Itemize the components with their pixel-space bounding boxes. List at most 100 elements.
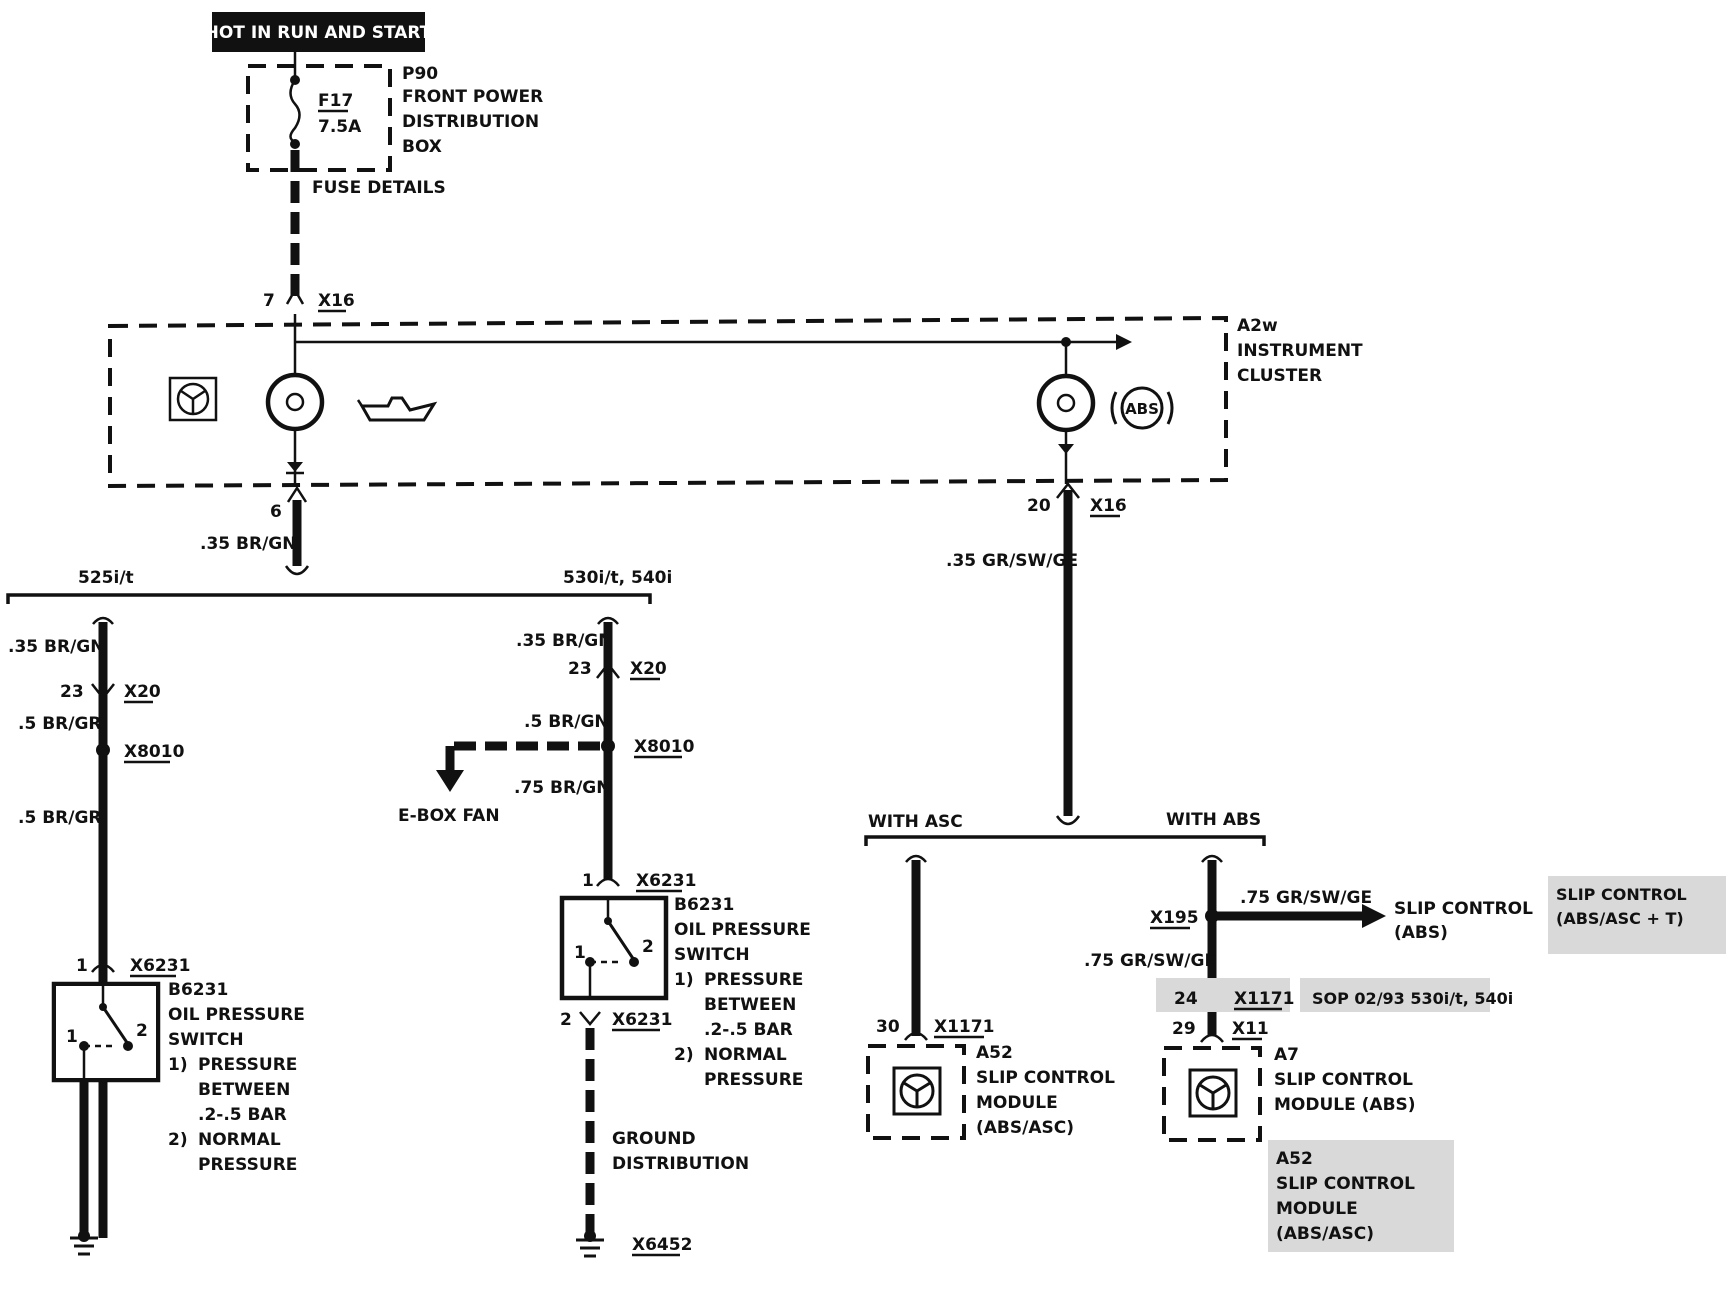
cluster-pin-in: 7 <box>263 291 275 311</box>
abs-module-line-2: SLIP CONTROL <box>1274 1070 1413 1090</box>
branch-mid-ground-icon <box>576 1238 604 1258</box>
branch-left-connector: X20 <box>124 682 161 702</box>
branch-left-oil-switch <box>51 981 161 1083</box>
branch-left-note-1-num: 1) <box>168 1055 188 1075</box>
e-box-fan-arrow <box>436 770 464 792</box>
branch-left-note-1-line-1: PRESSURE <box>198 1055 297 1075</box>
sop-note-shade <box>1300 978 1490 1012</box>
abs-wire-down-label: .75 GR/SW/GE <box>1084 951 1216 971</box>
fuse-box-line-4: BOX <box>402 137 442 157</box>
branch-left-wire-top-label: .35 BR/GN <box>8 637 104 657</box>
brake-warning-icon-spokes <box>180 389 206 413</box>
sop-pin: 24 <box>1174 989 1198 1009</box>
cluster-connector-in: X16 <box>318 291 355 311</box>
instrument-cluster-outline <box>108 315 1228 489</box>
asc-top-mark <box>905 854 927 863</box>
abs-wire-out-label: .75 GR/SW/GE <box>1240 888 1372 908</box>
sop-note: SOP 02/93 530i/t, 540i <box>1312 989 1513 1008</box>
alt-module-line-4: (ABS/ASC) <box>1276 1224 1374 1244</box>
alt-module-shade <box>1268 1140 1454 1252</box>
branch-left-contact-2: 2 <box>136 1021 148 1041</box>
abs-symbol-brackets <box>1110 391 1174 425</box>
abs-splice: X195 <box>1150 908 1199 928</box>
branch-left-ground-dot <box>78 1230 90 1242</box>
oil-lamp-diode-icon <box>287 462 303 472</box>
branch-mid-note-2-line-1: NORMAL <box>704 1045 787 1065</box>
abs-pin: 29 <box>1172 1019 1196 1039</box>
branch-left-note-2-num: 2) <box>168 1130 188 1150</box>
asc-module-icon-spokes <box>903 1081 931 1106</box>
branch-mid-contact-2: 2 <box>642 937 654 957</box>
sop-connector-shade <box>1156 978 1290 1012</box>
branch-mid-header: 530i/t, 540i <box>563 568 672 588</box>
branch-left-switch-connector: X6231 <box>130 956 190 976</box>
abs-warning-lamp-filament <box>1056 393 1076 413</box>
asc-module-icon-ring <box>899 1073 935 1109</box>
abs-output-arrow <box>1362 904 1386 928</box>
warning-output-arrow <box>1116 334 1132 350</box>
oil-can-icon <box>359 396 438 422</box>
branch-mid-connector: X20 <box>630 659 667 679</box>
branch-right-header-asc: WITH ASC <box>868 812 963 832</box>
branch-left-note-1-line-2: BETWEEN <box>198 1080 290 1100</box>
branch-mid-oil-switch <box>559 895 669 1001</box>
branch-left-splice: X8010 <box>124 742 185 762</box>
asc-module-line-3: MODULE <box>976 1093 1058 1113</box>
abs-module-icon-ring <box>1195 1075 1231 1111</box>
branch-mid-note-1-line-1: PRESSURE <box>704 970 803 990</box>
cluster-out-right-mark <box>1056 481 1080 499</box>
asc-module-outline <box>866 1044 966 1140</box>
oil-warning-lamp-icon <box>265 372 325 432</box>
branch-mid-contact-2-dot <box>629 957 639 967</box>
fuse-icon <box>289 79 301 144</box>
asc-module-line-2: SLIP CONTROL <box>976 1068 1115 1088</box>
branch-mid-note-2-num: 2) <box>674 1045 694 1065</box>
branch-mid-switch-blade <box>606 920 636 961</box>
branch-left-contact-2-dot <box>123 1041 133 1051</box>
alt-module-line-2: SLIP CONTROL <box>1276 1174 1415 1194</box>
abs-module-icon <box>1188 1068 1238 1118</box>
abs-top-mark <box>1201 854 1223 863</box>
branch-mid-wire-top-label: .35 BR/GN <box>516 631 612 651</box>
abs-connector-mark <box>1200 1033 1224 1043</box>
branch-left-switch-pin: 1 <box>76 956 88 976</box>
fuse-rating: 7.5A <box>318 117 362 137</box>
abs-warning-lamp-icon <box>1036 373 1096 433</box>
branch-left-wire-low-label: .5 BR/GR <box>18 808 102 828</box>
branch-left-note-1-line-3: .2-.5 BAR <box>198 1105 287 1125</box>
fuse-box-line-1: P90 <box>402 64 438 84</box>
branch-mid-switch-pin: 1 <box>582 871 594 891</box>
branch-left-wire-mid-label: .5 BR/GR <box>18 714 102 734</box>
asc-connector: X1171 <box>934 1017 994 1037</box>
cluster-line-1: A2w <box>1237 316 1278 336</box>
branch-mid-connector-mark <box>596 661 620 679</box>
fuse-box-outline <box>246 64 392 172</box>
branch-left-top-mark <box>92 616 114 625</box>
asc-module-line-4: (ABS/ASC) <box>976 1118 1074 1138</box>
branch-mid-wire-fan-label: .5 BR/GN <box>524 712 609 732</box>
alt-out-line-1: SLIP CONTROL <box>1556 885 1687 904</box>
branch-left-switch-line-3: SWITCH <box>168 1030 244 1050</box>
asc-pin: 30 <box>876 1017 900 1037</box>
brake-warning-icon <box>168 376 218 422</box>
alt-module-line-1: A52 <box>1276 1149 1313 1169</box>
branch-mid-note-1-line-3: .2-.5 BAR <box>704 1020 793 1040</box>
branch-mid-top-mark <box>597 616 619 625</box>
sop-connector: X1171 <box>1234 989 1294 1009</box>
right-branch-bracket <box>864 835 1266 846</box>
abs-out-line-1: SLIP CONTROL <box>1394 899 1533 919</box>
branch-left-contact-1: 1 <box>66 1027 78 1047</box>
branch-left-note-2-line-2: PRESSURE <box>198 1155 297 1175</box>
branch-mid-pin: 23 <box>568 659 592 679</box>
branch-left-oil-switch-fill <box>56 986 156 1078</box>
branch-mid-ground-connector: X6452 <box>632 1235 692 1255</box>
fuse-box-line-2: FRONT POWER <box>402 87 543 107</box>
asc-module-line-1: A52 <box>976 1043 1013 1063</box>
abs-module-line-3: MODULE (ABS) <box>1274 1095 1416 1115</box>
branch-mid-splice-dot <box>601 739 615 753</box>
cluster-pin-out-left: 6 <box>270 502 282 522</box>
asc-connector-mark <box>904 1031 928 1041</box>
branch-mid-note-2-line-2: PRESSURE <box>704 1070 803 1090</box>
